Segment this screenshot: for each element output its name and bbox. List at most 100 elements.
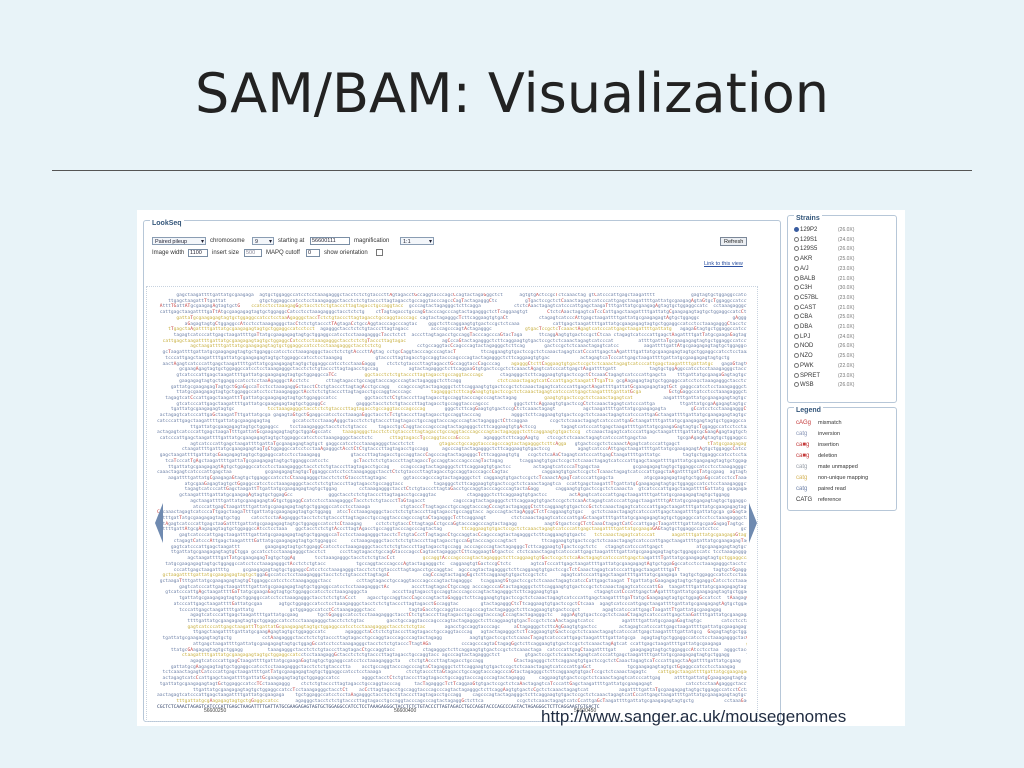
radio-icon[interactable] <box>794 236 799 242</box>
radio-icon[interactable] <box>794 372 799 378</box>
mapq-label: MAPQ cutoff <box>266 250 300 256</box>
strain-coverage: (25.0X) <box>838 256 855 263</box>
strain-option[interactable]: 129S5(26.0X) <box>794 246 854 252</box>
radio-icon[interactable] <box>794 353 799 359</box>
legend-item: ca■g insertion <box>796 442 839 448</box>
magnification-select[interactable]: 1:1 <box>400 237 434 246</box>
radio-icon[interactable] <box>794 265 799 271</box>
strain-coverage: (25.0X) <box>838 353 855 360</box>
strain-option[interactable]: WSB(26.0X) <box>794 382 854 389</box>
strain-coverage: (22.0X) <box>838 362 855 369</box>
strain-coverage: (21.0X) <box>838 324 855 330</box>
insert-size-label: insert size <box>212 250 240 256</box>
strain-name: CAST <box>800 304 817 311</box>
legend-key: CATG <box>796 497 813 503</box>
slide-title: SAM/BAM: Visualization <box>194 62 830 125</box>
scroll-right-arrow-icon[interactable] <box>749 503 757 543</box>
strain-name: PWK <box>800 362 814 369</box>
strain-coverage: (21.0X) <box>838 275 855 282</box>
show-orientation-checkbox[interactable] <box>376 249 383 256</box>
strain-name: AKR <box>800 256 813 263</box>
legend-key: ca■g <box>796 442 810 448</box>
strain-coverage: (24.0X) <box>838 333 855 340</box>
refresh-button[interactable]: Refresh <box>720 237 748 246</box>
legend-item: CATG reference <box>796 497 841 503</box>
strain-option[interactable]: AKR (25.0X) <box>794 256 854 263</box>
strain-coverage: (23.0X) <box>838 265 855 272</box>
radio-icon[interactable] <box>794 333 799 339</box>
legend-key: catg <box>796 486 808 492</box>
legend-description: deletion <box>818 453 838 459</box>
image-width-input[interactable]: 1100 <box>188 249 208 257</box>
strain-name: C3H <box>800 285 813 292</box>
strain-option[interactable]: CBA(25.0X) <box>794 314 854 321</box>
radio-icon[interactable] <box>794 256 799 262</box>
strain-option[interactable]: A/J(23.0X) <box>794 265 854 272</box>
insert-size-input[interactable]: 500 <box>244 249 262 257</box>
chromosome-select[interactable]: 9 <box>252 237 274 246</box>
radio-icon[interactable] <box>794 343 799 349</box>
strain-option[interactable]: 129P2 (26.0X) <box>794 227 854 234</box>
magnification-label: magnification <box>354 238 390 244</box>
title-rule <box>52 170 972 171</box>
legend-key: catg <box>796 464 808 470</box>
strain-option[interactable]: 129S1 (24.0X) <box>794 236 854 243</box>
legend-description: mate unmapped <box>818 464 858 470</box>
strain-name: CBA <box>800 314 813 321</box>
radio-icon[interactable] <box>794 294 799 300</box>
source-url: http://www.sanger.ac.uk/mousegenomes <box>541 707 847 726</box>
strain-name: 129S1 <box>800 236 818 243</box>
mapq-input[interactable]: 0 <box>306 249 320 257</box>
legend-panel-title: Legend <box>794 407 823 414</box>
strains-panel: Strains 129P2(26.0X)129S1(24.0X)129S5(26… <box>787 215 897 403</box>
strain-option[interactable]: SPRET (23.0X) <box>794 372 854 379</box>
strain-name: NZO <box>800 353 813 360</box>
strain-option[interactable]: C57BL(23.0X) <box>794 294 854 301</box>
coord-label: 56600450 <box>574 708 597 714</box>
strain-option[interactable]: NZO (25.0X) <box>794 353 854 360</box>
strain-option[interactable]: LPJ(24.0X) <box>794 333 854 340</box>
link-to-this-view[interactable]: Link to this view <box>704 261 743 267</box>
radio-icon[interactable] <box>794 275 799 281</box>
radio-icon[interactable] <box>794 314 799 320</box>
legend-description: reference <box>818 497 842 503</box>
radio-icon[interactable] <box>794 304 799 310</box>
strain-coverage: (23.0X) <box>838 294 855 301</box>
view-mode-select[interactable]: Paired pileup <box>152 237 206 246</box>
strain-option[interactable]: NOD(26.0X) <box>794 343 854 349</box>
strain-option[interactable]: DBA(21.0X) <box>794 324 854 330</box>
strain-option[interactable]: PWK (22.0X) <box>794 362 854 369</box>
radio-icon[interactable] <box>794 227 799 232</box>
lookseq-panel-title: LookSeq <box>150 220 184 227</box>
image-width-label: Image width <box>152 250 185 256</box>
scroll-left-arrow-icon[interactable] <box>155 503 163 543</box>
strain-name: BALB <box>800 275 816 282</box>
strain-coverage: (26.0X) <box>838 227 855 233</box>
strain-name: 129P2 <box>800 227 818 234</box>
strain-name: SPRET <box>800 372 821 379</box>
coord-label: 56600400 <box>394 708 417 714</box>
show-orientation-label: show orientation <box>324 250 368 256</box>
legend-description: insertion <box>818 442 839 448</box>
strain-coverage: (26.0X) <box>838 246 855 253</box>
alignment-reads: gagctaagattttgattatgcgaagaga agtgctggagg… <box>157 293 747 710</box>
radio-icon[interactable] <box>794 382 799 388</box>
strain-name: WSB <box>800 382 814 389</box>
radio-icon[interactable] <box>794 246 799 252</box>
starting-at-input[interactable]: 56600111 <box>310 237 350 245</box>
alignment-view[interactable]: gagctaagattttgattatgcgaagaga agtgctggagg… <box>146 286 758 722</box>
radio-icon[interactable] <box>794 285 799 291</box>
radio-icon[interactable] <box>794 324 799 329</box>
radio-icon[interactable] <box>794 362 799 368</box>
chromosome-label: chromosome <box>210 238 245 244</box>
strain-coverage: (23.0X) <box>838 372 855 379</box>
strain-option[interactable]: CAST(21.0X) <box>794 304 854 311</box>
strain-coverage: (30.0X) <box>838 285 855 292</box>
strain-option[interactable]: C3H (30.0X) <box>794 285 854 292</box>
strain-coverage: (24.0X) <box>838 236 855 243</box>
strain-option[interactable]: BALB (21.0X) <box>794 275 854 282</box>
